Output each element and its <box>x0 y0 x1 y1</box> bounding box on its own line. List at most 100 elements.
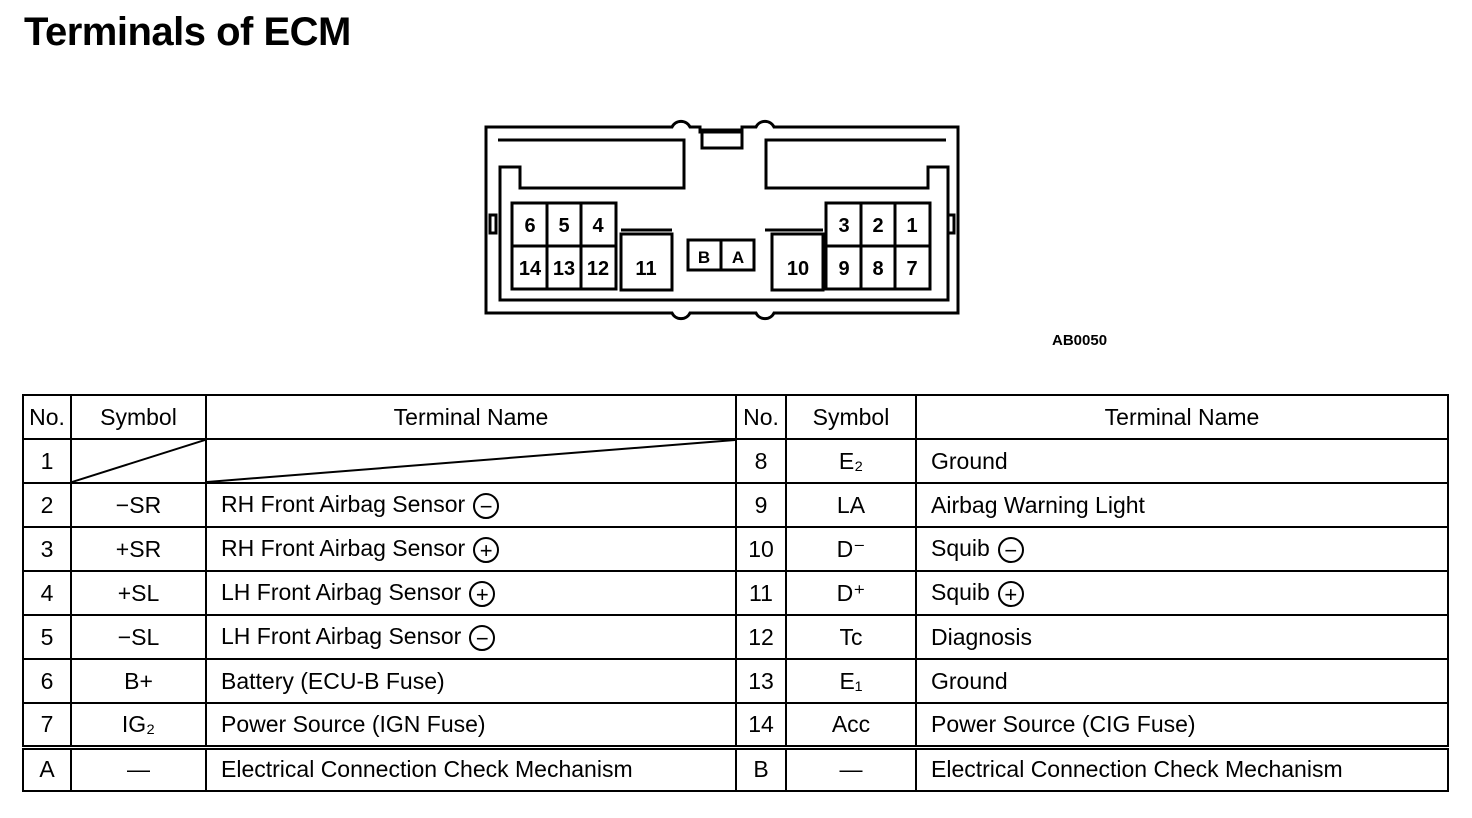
terminal-no: 3 <box>22 526 72 572</box>
terminal-symbol <box>70 438 207 484</box>
terminal-no-text: 6 <box>40 667 54 694</box>
polarity-minus-icon: − <box>469 624 496 651</box>
terminal-name: LH Front Airbag Sensor + <box>205 570 737 616</box>
terminal-name: Ground <box>915 438 1449 484</box>
terminal-name: RH Front Airbag Sensor− <box>205 482 737 528</box>
terminal-2-label: 2 <box>872 215 883 237</box>
terminal-symbol-text: B+ <box>124 667 153 694</box>
empty-cell-diagonal <box>207 440 735 482</box>
terminal-symbol-text: E₁ <box>839 667 863 694</box>
terminal-no: B <box>735 744 787 792</box>
terminal-no: 14 <box>735 702 787 748</box>
terminal-8-label: 8 <box>872 258 883 280</box>
terminal-symbol-text: IG₂ <box>121 710 156 737</box>
polarity-plus-icon: + <box>469 580 496 607</box>
terminal-name-text: Diagnosis <box>931 623 1032 650</box>
terminal-name-text: Electrical Connection Check Mechanism <box>221 756 633 783</box>
right-clip <box>946 213 956 235</box>
terminal-name: Power Source (CIG Fuse) <box>915 702 1449 748</box>
terminal-3-label: 3 <box>838 215 849 237</box>
terminal-11-label: 11 <box>635 258 656 280</box>
terminal-symbol: Tc <box>785 614 917 660</box>
terminal-11-cavity <box>619 232 674 292</box>
header-no: No. <box>22 394 72 440</box>
header-terminal-name: Terminal Name <box>205 394 737 440</box>
terminal-b-label: B <box>698 248 710 267</box>
terminal-symbol: D⁺ <box>785 570 917 616</box>
terminal-name: Electrical Connection Check Mechanism <box>915 744 1449 792</box>
header-symbol-right: Symbol <box>785 394 917 440</box>
terminal-name: Battery (ECU-B Fuse) <box>205 658 737 704</box>
terminal-symbol-text: Tc <box>839 623 863 650</box>
terminal-name-text: Ground <box>931 447 1008 474</box>
terminal-name-text: LH Front Airbag Sensor <box>221 623 462 650</box>
connector-diagram: 6 5 4 14 13 12 11 B A 10 3 2 1 9 8 7 <box>484 119 960 321</box>
polarity-plus-icon: + <box>997 580 1024 607</box>
terminal-symbol: +SR <box>70 526 207 572</box>
terminal-name-text: Battery (ECU-B Fuse) <box>221 667 445 694</box>
terminal-5-label: 5 <box>558 215 569 237</box>
terminal-no: 12 <box>735 614 787 660</box>
terminal-no: 1 <box>22 438 72 484</box>
terminal-name-text: Squib <box>931 535 990 562</box>
terminal-symbol: IG₂ <box>70 702 207 748</box>
terminal-name: Electrical Connection Check Mechanism <box>205 744 737 792</box>
header-terminal-name-right: Terminal Name <box>915 394 1449 440</box>
terminal-name-text: Power Source (IGN Fuse) <box>221 710 486 737</box>
terminal-name <box>205 438 737 484</box>
terminal-symbol: E₂ <box>785 438 917 484</box>
terminal-symbol: −SR <box>70 482 207 528</box>
terminal-10-cavity <box>770 232 825 292</box>
terminal-symbol-text: +SL <box>117 579 160 606</box>
terminal-no-text: 5 <box>40 623 54 650</box>
terminal-name-text: LH Front Airbag Sensor <box>221 579 462 606</box>
terminal-no-text: 8 <box>754 447 768 474</box>
terminal-name-text: Airbag Warning Light <box>931 491 1145 518</box>
terminal-4-label: 4 <box>592 215 604 237</box>
table-row: 5 −SL LH Front Airbag Sensor− 12 Tc Diagnosis <box>22 614 1449 660</box>
terminal-symbol: −SL <box>70 614 207 660</box>
polarity-plus-icon: + <box>473 536 500 563</box>
terminal-no-text: 12 <box>748 623 774 650</box>
terminal-9-label: 9 <box>838 258 849 280</box>
terminal-symbol-text: E₂ <box>838 447 864 474</box>
terminal-name-text: Power Source (CIG Fuse) <box>931 710 1196 737</box>
table-header-row: No. Symbol Terminal Name No. Symbol Term… <box>22 394 1449 440</box>
empty-cell-diagonal <box>72 440 205 482</box>
header-no-right: No. <box>735 394 787 440</box>
terminal-12-label: 12 <box>587 258 609 280</box>
connector-inner-outline <box>498 138 950 302</box>
terminal-no: 6 <box>22 658 72 704</box>
terminal-no-text: 7 <box>40 710 54 737</box>
terminal-symbol: +SL <box>70 570 207 616</box>
terminal-6-label: 6 <box>524 215 535 237</box>
terminal-symbol-text: — <box>127 756 150 783</box>
terminal-no: A <box>22 744 72 792</box>
terminal-no: 5 <box>22 614 72 660</box>
terminal-no-text: 11 <box>749 579 773 606</box>
terminal-no-text: 2 <box>40 491 54 518</box>
page-title: Terminals of ECM <box>24 10 351 54</box>
left-clip <box>488 213 498 235</box>
terminal-no-text: 13 <box>748 667 774 694</box>
terminal-symbol: — <box>70 744 207 792</box>
terminal-no-text: 1 <box>40 447 54 474</box>
terminal-symbol-text: +SR <box>115 535 162 562</box>
terminal-symbol-text: D⁻ <box>836 535 866 562</box>
connector-housing <box>484 119 960 321</box>
terminal-no: 8 <box>735 438 787 484</box>
terminal-a-label: A <box>732 248 744 267</box>
terminal-no: 11 <box>735 570 787 616</box>
terminal-no: 2 <box>22 482 72 528</box>
terminal-symbol-text: −SR <box>115 491 162 518</box>
terminal-name-text: Electrical Connection Check Mechanism <box>931 756 1343 783</box>
terminal-table: No. Symbol Terminal Name No. Symbol Term… <box>22 394 1449 792</box>
terminal-no-text: B <box>753 756 769 783</box>
terminal-name-text: RH Front Airbag Sensor <box>221 535 466 562</box>
terminal-symbol: Acc <box>785 702 917 748</box>
terminal-no: 7 <box>22 702 72 748</box>
terminal-symbol: LA <box>785 482 917 528</box>
